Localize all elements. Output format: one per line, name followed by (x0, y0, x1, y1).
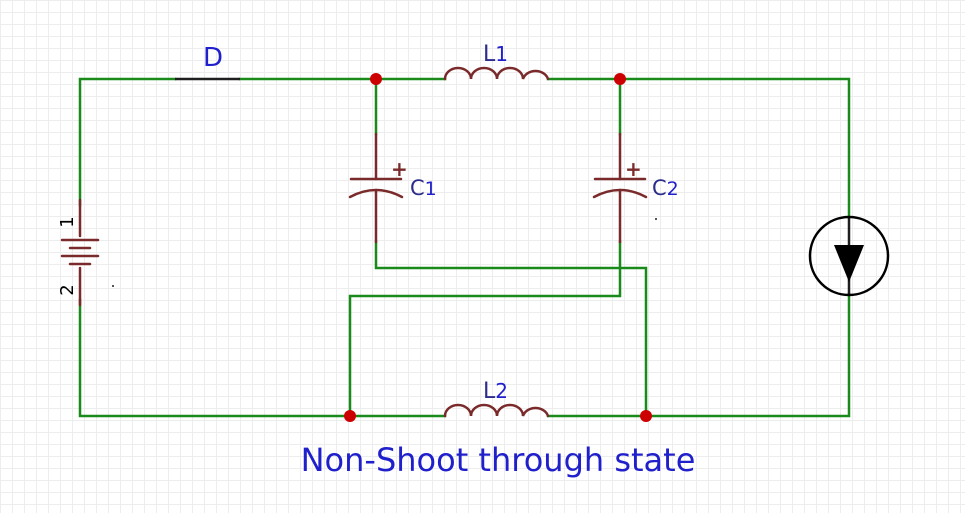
capacitor-c2-index: 2 (667, 178, 679, 200)
wire-c1-to-bottom-right (374, 240, 648, 418)
inductor-l1-coil (443, 66, 550, 81)
capacitor-c1-prefix: C (410, 176, 425, 200)
capacitor-c2-polarity: + (625, 157, 642, 181)
capacitor-c1-polarity: + (391, 157, 408, 181)
inductor-l1-label: L1 (483, 42, 508, 67)
wire-right-bottom (644, 292, 851, 418)
junction-bottom-left (344, 410, 356, 422)
wire-top-right (618, 77, 851, 219)
current-source-icon (834, 245, 864, 282)
battery: 1 2 (57, 198, 114, 307)
inductor-l1-index: 1 (495, 42, 508, 66)
inductor-l2-label: L2 (483, 379, 508, 404)
wire-top-left (78, 77, 177, 207)
junction-top-right (614, 73, 626, 85)
capacitor-c2-dot (655, 218, 657, 220)
capacitor-c1-index: 1 (425, 178, 437, 200)
battery-pin-bottom: 2 (57, 284, 78, 295)
capacitor-c2: + C2 (592, 132, 679, 244)
diode-label: D (203, 43, 223, 73)
junction-top-left (370, 73, 382, 85)
wire-bottom-left (78, 298, 352, 418)
capacitor-c2-prefix: C (652, 176, 667, 200)
junctions (344, 73, 652, 422)
diagram-caption: Non-Shoot through state (301, 441, 696, 479)
inductor-l2: L2 (443, 379, 550, 418)
capacitor-c1-label: C1 (410, 176, 437, 200)
junction-bottom-right (640, 410, 652, 422)
current-source-circle (808, 215, 890, 297)
wire-c2-to-bottom-left (348, 240, 622, 418)
battery-pin-top: 1 (57, 216, 78, 227)
current-source (808, 215, 890, 297)
capacitor-c2-label: C2 (652, 176, 679, 200)
diode: D (175, 43, 240, 81)
battery-dot (112, 285, 114, 287)
capacitor-c1: + C1 (348, 132, 437, 244)
inductor-l2-index: 2 (495, 379, 508, 403)
inductor-l2-coil (443, 403, 550, 418)
inductor-l1: L1 (443, 42, 550, 81)
inductor-l2-prefix: L (483, 379, 496, 404)
wires (78, 77, 851, 418)
inductor-l1-prefix: L (483, 42, 496, 67)
